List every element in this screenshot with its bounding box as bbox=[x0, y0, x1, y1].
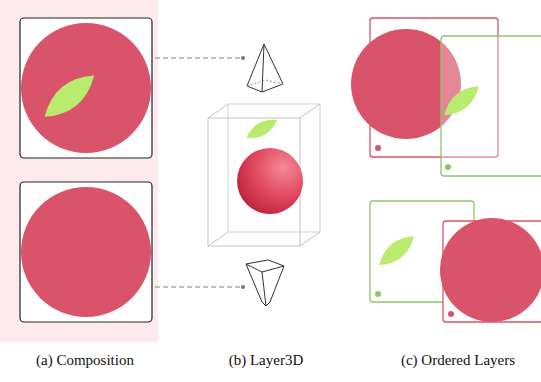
layer-dot bbox=[448, 311, 454, 317]
green-leaf bbox=[36, 73, 102, 119]
panel-caption: (a) Composition bbox=[36, 352, 134, 369]
green-leaf bbox=[244, 119, 279, 139]
layer-dot bbox=[375, 291, 381, 297]
red-circle bbox=[21, 187, 151, 317]
red-circle bbox=[440, 218, 541, 322]
layer-dot bbox=[445, 164, 451, 170]
frame bbox=[20, 18, 152, 158]
layer-dot bbox=[375, 145, 381, 151]
highlight-panel bbox=[0, 0, 158, 342]
camera-bottom bbox=[246, 260, 284, 306]
panel-caption: (b) Layer3D bbox=[229, 352, 304, 369]
red-sphere bbox=[237, 148, 303, 214]
green-leaf bbox=[374, 235, 420, 267]
cube bbox=[208, 104, 320, 246]
panel-caption: (c) Ordered Layers bbox=[401, 352, 515, 369]
camera-top bbox=[247, 44, 283, 92]
red-circle bbox=[21, 23, 151, 153]
dashed-leader bbox=[155, 57, 241, 58]
dashed-leader bbox=[155, 286, 241, 287]
green-leaf bbox=[439, 85, 485, 117]
frame bbox=[20, 182, 152, 322]
leader-dot bbox=[241, 56, 245, 60]
leader-dot bbox=[241, 285, 245, 289]
